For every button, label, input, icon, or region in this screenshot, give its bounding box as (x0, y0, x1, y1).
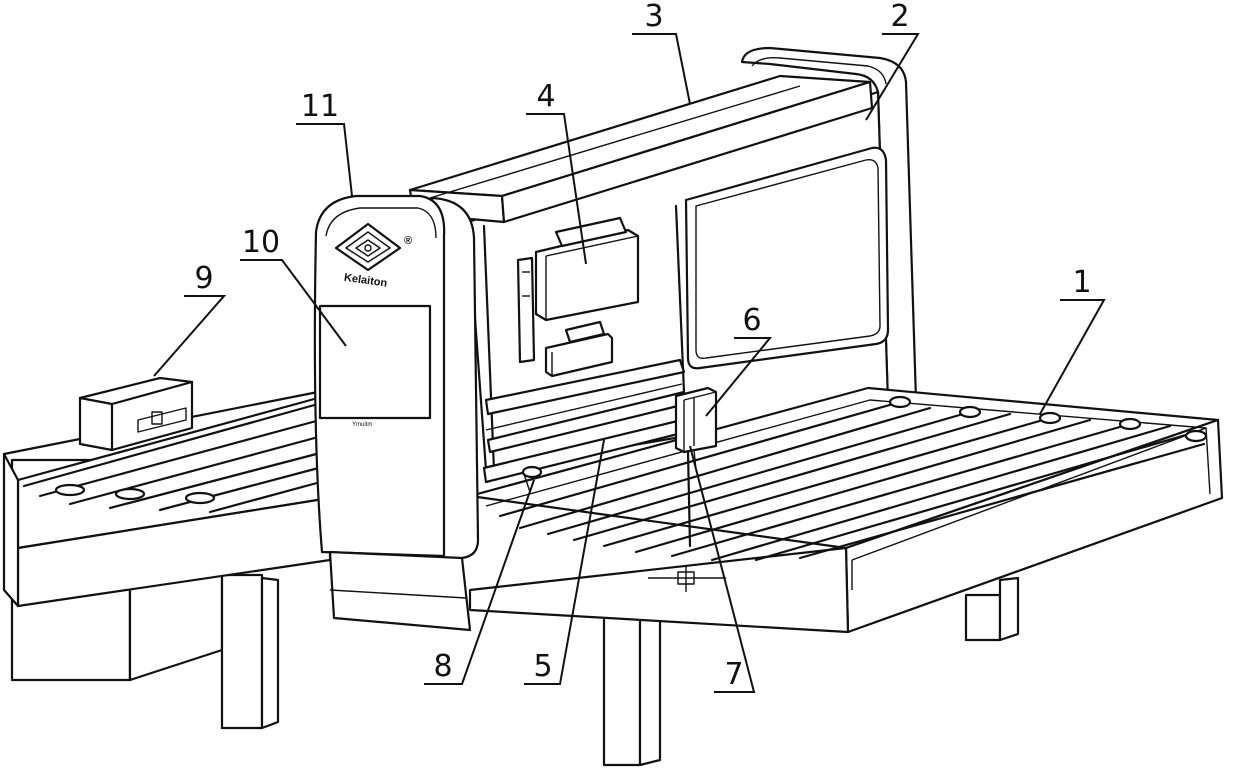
callout-7: 7 (724, 657, 743, 692)
callout-8: 8 (433, 649, 452, 684)
callout-9: 9 (194, 261, 213, 296)
callout-3: 3 (644, 0, 663, 34)
gantry-frame (408, 46, 918, 493)
callout-labels: 1 2 3 4 5 6 7 8 9 10 11 (194, 0, 1091, 692)
callout-5: 5 (533, 649, 552, 684)
callout-2: 2 (890, 0, 909, 34)
control-column: Kelaiton ® Ymuitm (313, 194, 480, 632)
callout-10: 10 (242, 225, 280, 260)
press-head (674, 386, 718, 548)
callout-1: 1 (1072, 265, 1091, 300)
callout-6: 6 (742, 303, 761, 338)
registered-mark: ® (404, 235, 412, 247)
brand-logo: Kelaiton ® (334, 222, 412, 290)
panel-small-text: Ymuitm (352, 422, 372, 428)
callout-11: 11 (301, 89, 339, 124)
display-panel: Ymuitm (318, 304, 432, 428)
roller-table (2, 386, 1224, 634)
sensor-box (78, 376, 194, 452)
callout-leaders (153, 33, 1106, 693)
callout-4: 4 (536, 79, 555, 114)
roller-wheel (521, 465, 543, 493)
